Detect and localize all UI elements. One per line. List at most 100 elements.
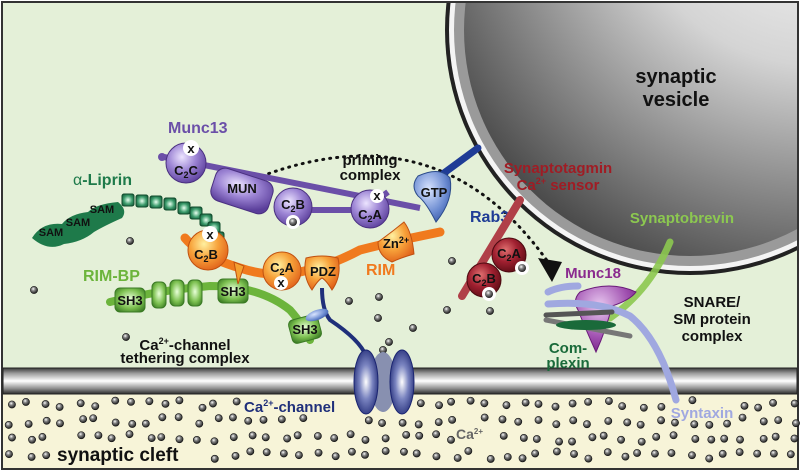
cleft-ca-ion [244,417,253,425]
cleft-ca-ion [617,435,625,444]
cleft-ca-ion [107,434,116,443]
rab3-linker [440,144,482,177]
rim-bp-sh3-domain-1 [114,287,146,313]
c2a-x-mark: x [373,188,381,203]
cleft-ca-ion [331,452,340,461]
cleft-ca-ion [157,433,166,442]
cleft-ca-ion [651,449,659,458]
munc13-c2b-label: C2B [281,197,305,214]
rim-bp-label: RIM-BP [83,268,140,285]
cleft-ca-ion [502,401,511,410]
cleft-ca-ion [141,419,150,428]
cleft-ca-ion [588,433,597,442]
cleft-ca-ion [314,448,323,457]
cleft-ca-ion [293,431,302,440]
tethering-complex-label-1: Ca2+-channel [139,336,230,354]
cleft-ca-ion [8,400,16,409]
cleft-ca-ion [42,451,51,460]
cleft-ca-ion [330,434,339,442]
sh3-label-2: SH3 [220,284,245,299]
cleft-ca-ion [361,450,369,459]
snap25-helix-1 [543,309,615,318]
cleft-ca-ion [8,433,16,442]
cleft-ca-ion [633,449,642,457]
cytoplasm-ca-ion [30,286,38,294]
cleft-ca-ion [381,434,390,443]
c2c-x-mark: x [187,141,195,156]
rim-zn-domain [377,221,415,263]
cleft-ca-ion [759,434,768,443]
cleft-ca-ion [453,454,462,462]
cytoplasm-ca-ion [374,314,382,322]
ca-bound-icon [289,218,297,226]
cleft-ca-ion [210,454,219,463]
cleft-ca-ion [299,414,308,422]
cleft-ca-ion [432,452,441,461]
cleft-ca-ion [248,431,257,440]
cleft-ca-ion [657,402,666,411]
vesicle-label-line1: synaptic [635,66,716,88]
synaptotagmin-c2a-label: C2A [497,246,521,263]
cytoplasm-ca-ion [486,307,494,315]
sam-label-3: SAM [90,204,114,216]
arrowhead-icon [538,258,562,282]
cleft-ca-ion [111,418,120,427]
cleft-ca-ion [736,435,744,444]
munc18-label: Munc18 [565,265,621,282]
cleft-ca-ion [91,402,100,411]
cleft-ca-ion [279,449,288,458]
synaptotagmin-sensor-label: Ca2+ sensor [517,176,600,194]
cleft-ca-ion [466,396,475,405]
cleft-ca-ion [705,454,714,463]
munc13-c2c-label: C2C [174,163,198,180]
cleft-ca-ion [464,447,473,455]
cleft-ca-ion [667,449,676,457]
sam-label-2: SAM [66,217,90,229]
ca-channel-c-terminus [320,287,368,357]
cytoplasm-ca-ion [375,293,383,301]
cleft-ca-ion [753,449,762,458]
cleft-ca-ion [652,432,661,441]
cleft-ca-ion [720,434,729,443]
cleft-ca-ion [637,437,646,446]
snare-complex-label-3: complex [682,328,744,345]
cytoplasm-ca-ion [385,338,393,346]
liprin-label: α-Liprin [73,172,132,189]
cleft-ca-ion [415,431,424,440]
complexin-label-2: plexin [546,355,589,372]
cleft-ca-ion [759,417,768,426]
cleft-ca-ion [174,413,183,422]
rim-pdz-domain [304,255,340,291]
cleft-ca-ion [79,415,88,424]
cleft-ca-ion [534,416,543,424]
rim-bp-sh3-domain-3 [288,314,322,344]
cleft-ca-ion [381,447,390,455]
cleft-ca-ion [348,447,356,456]
cleft-ca-ion [22,398,30,406]
cleft-ca-ion [412,449,421,458]
cleft-ca-ion [738,413,747,422]
liprin-repeat-box [149,195,163,209]
cleft-ca-ion [531,449,540,458]
munc13-mun-domain [210,167,274,215]
cleft-ca-ion [55,403,64,411]
snare-complex-label-2: SM protein [673,311,751,328]
liprin-repeat-box [177,201,191,215]
cleft-ca-ion [125,430,134,439]
cleft-ca-ion [259,415,268,424]
cleft-ca-ion [639,403,648,412]
synaptotagmin-c2b-label: C2B [472,271,496,288]
ca-channel-label: Ca2+-channel [244,398,335,416]
cleft-ca-ion [671,418,679,427]
cleft-ca-ion [568,437,576,446]
cleft-ca-ion [553,447,561,456]
cleft-ca-ion [707,435,716,444]
cleft-ca-ion [705,421,714,429]
cleft-ca-ion [145,397,154,406]
ca-channel-subunit-right [389,349,415,415]
cleft-ca-ion [618,402,627,411]
cleft-ca-ion [623,418,632,427]
munc13-c2c-mark [183,140,199,156]
